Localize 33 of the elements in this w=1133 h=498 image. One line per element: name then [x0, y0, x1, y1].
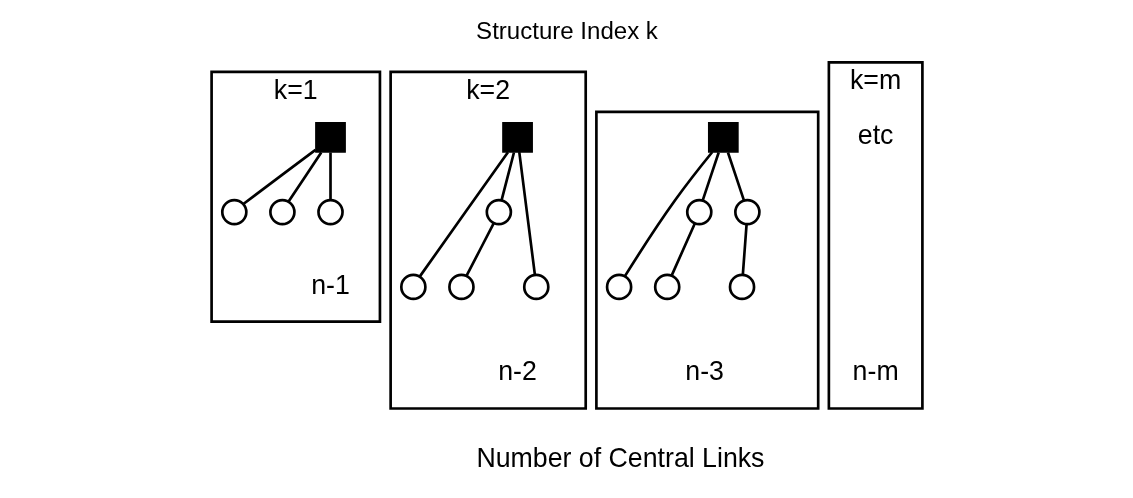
connector	[517, 151, 536, 275]
node-box: k=m etc n-m	[827, 60, 924, 410]
node-circle	[605, 273, 632, 300]
cluster: k=2 n-2	[388, 69, 587, 410]
connector	[741, 224, 748, 275]
connector	[242, 148, 316, 205]
node-circle	[485, 198, 512, 225]
connector	[701, 151, 720, 201]
connector	[328, 152, 332, 200]
connector	[669, 222, 696, 276]
connector	[418, 150, 509, 277]
node-circle	[522, 273, 550, 300]
node-circle	[733, 198, 761, 225]
node-circle	[399, 273, 427, 300]
node-box	[707, 121, 739, 153]
node-circle	[685, 198, 713, 225]
connector	[499, 151, 515, 200]
node-circle	[447, 273, 475, 300]
connector	[464, 222, 495, 276]
connector	[623, 150, 713, 277]
cluster: n-3	[594, 110, 820, 410]
caption: Number of Central Links	[475, 442, 764, 473]
connector	[287, 151, 322, 202]
diagram-title: Structure Index k	[475, 16, 658, 44]
node-circle	[316, 198, 344, 225]
node-box	[314, 121, 346, 153]
connector	[726, 151, 745, 201]
node-circle	[220, 198, 248, 225]
node-circle	[728, 273, 755, 300]
node-circle	[653, 273, 681, 300]
node-box	[501, 121, 533, 153]
node-circle	[268, 198, 296, 225]
cluster: k=1 n-1	[209, 69, 381, 323]
